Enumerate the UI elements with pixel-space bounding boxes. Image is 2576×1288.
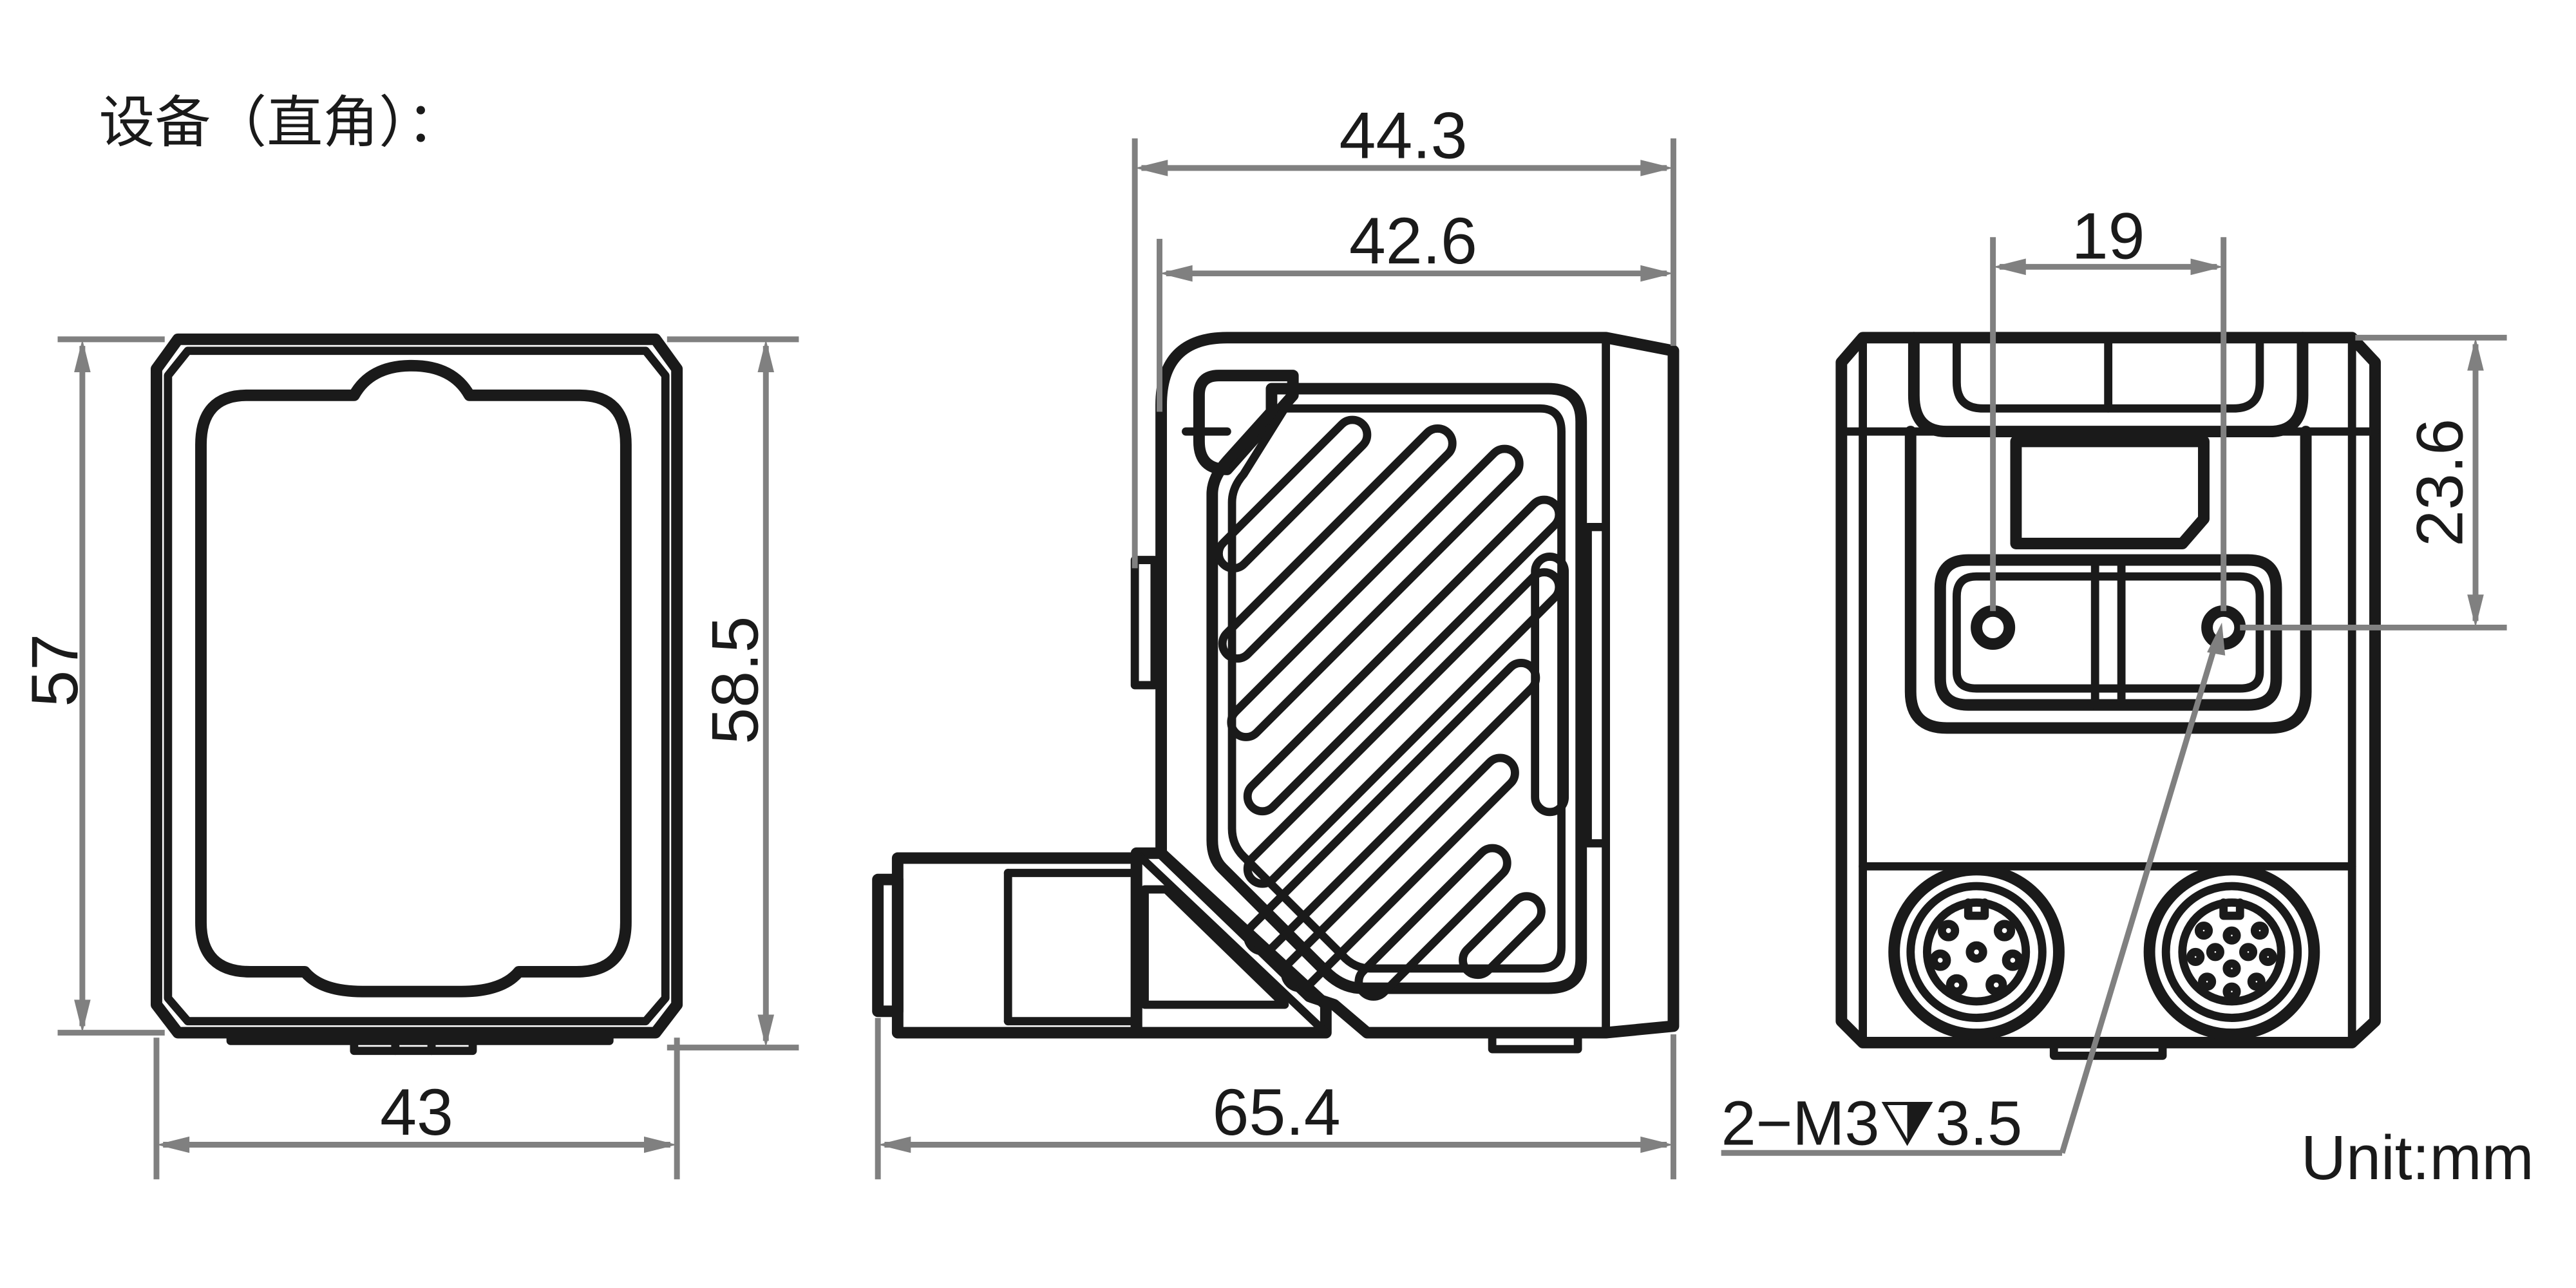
dim-back-hole-height: 23.6 [2403,419,2477,547]
front-dimensions: 57 58.5 43 [17,336,799,1180]
connector-8pin [1888,864,2065,1041]
dim-front-width: 43 [380,1075,453,1149]
dim-side-total-length: 65.4 [1213,1075,1341,1149]
back-dimensions: 19 23.6 2−M3⧩3.5 [1721,199,2507,1158]
dim-front-height-outer: 58.5 [697,616,772,744]
dim-side-width-outer: 44.3 [1339,99,1467,173]
unit-label: Unit:mm [2301,1122,2534,1193]
dim-side-width-inner: 42.6 [1349,204,1477,278]
side-view [872,332,1680,1054]
dim-front-height: 57 [17,634,91,707]
connector-12pin [2143,864,2320,1041]
mount-hole-left [1971,605,2016,650]
front-view [151,333,683,1056]
drawing-title: 设备（直角）： [99,91,462,154]
thread-callout: 2−M3⧩3.5 [1721,1088,2023,1158]
side-ridges [1215,415,1564,1001]
side-dimensions: 44.3 42.6 65.4 [875,99,1676,1180]
back-view [1835,332,2381,1060]
dim-back-hole-spacing: 19 [2072,199,2145,273]
